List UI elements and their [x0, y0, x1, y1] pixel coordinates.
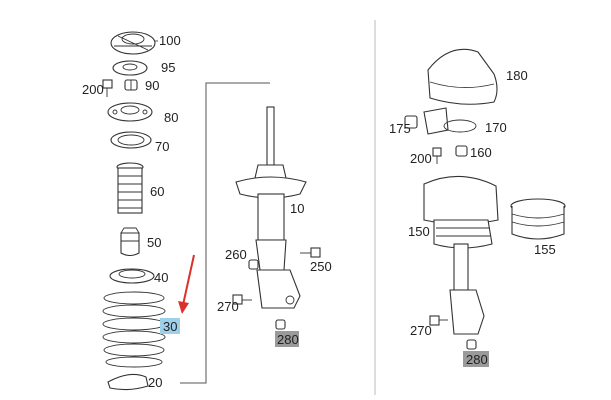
part-170-mount-ring[interactable]	[423, 107, 477, 135]
part-270-bolt-left[interactable]	[232, 294, 252, 305]
part-270-bolt-right[interactable]	[429, 315, 448, 326]
label-30-highlight	[160, 318, 180, 334]
label-260: 260	[225, 247, 247, 262]
label-280-left-box	[275, 331, 299, 347]
label-175: 175	[389, 121, 411, 136]
label-95: 95	[161, 60, 175, 75]
label-270-left: 270	[217, 299, 239, 314]
label-160: 160	[470, 145, 492, 160]
part-70-bearing[interactable]	[110, 131, 152, 149]
label-280-right: 280	[466, 352, 488, 367]
part-50-bump-stop[interactable]	[120, 227, 140, 257]
label-250: 250	[310, 259, 332, 274]
red-indicator-arrow	[178, 254, 195, 314]
label-80: 80	[164, 110, 178, 125]
label-70: 70	[155, 139, 169, 154]
part-95-washer[interactable]	[112, 60, 148, 76]
part-175-bracket[interactable]	[404, 115, 418, 129]
label-200-right: 200	[410, 151, 432, 166]
part-40-spring-pad[interactable]	[109, 268, 155, 284]
part-30-coil-spring[interactable]	[102, 291, 166, 368]
part-180-air-spring-cover[interactable]	[427, 48, 498, 105]
label-280-right-box	[463, 351, 489, 367]
label-30: 30	[163, 319, 177, 334]
label-280-left: 280	[277, 332, 299, 347]
label-90: 90	[145, 78, 159, 93]
assembly-bracket	[180, 82, 270, 384]
label-100: 100	[159, 33, 181, 48]
part-100-top-mount-cap[interactable]	[110, 31, 156, 55]
part-155-bellows[interactable]	[510, 198, 566, 240]
label-155: 155	[534, 242, 556, 257]
label-270-right: 270	[410, 323, 432, 338]
label-50: 50	[147, 235, 161, 250]
label-200-left: 200	[82, 82, 104, 97]
part-90-nut[interactable]	[124, 79, 138, 91]
part-280-nut-left[interactable]	[275, 319, 286, 330]
part-10-shock-absorber-strut[interactable]	[235, 106, 307, 309]
part-80-mount-plate[interactable]	[107, 102, 153, 122]
label-60: 60	[150, 184, 164, 199]
label-170: 170	[485, 120, 507, 135]
part-280-nut-right[interactable]	[466, 339, 477, 350]
part-260-nut[interactable]	[248, 259, 259, 270]
part-160-nut[interactable]	[455, 145, 468, 157]
label-40: 40	[154, 270, 168, 285]
label-20: 20	[148, 375, 162, 390]
label-150: 150	[408, 224, 430, 239]
part-250-bolt[interactable]	[300, 247, 321, 258]
part-150-air-strut[interactable]	[423, 175, 499, 335]
label-180: 180	[506, 68, 528, 83]
part-200-bolt[interactable]	[102, 79, 113, 97]
part-60-dust-boot[interactable]	[116, 162, 144, 214]
part-200-bolt-right[interactable]	[432, 147, 442, 164]
part-20-lower-spring-seat[interactable]	[107, 373, 149, 391]
label-10: 10	[290, 201, 304, 216]
